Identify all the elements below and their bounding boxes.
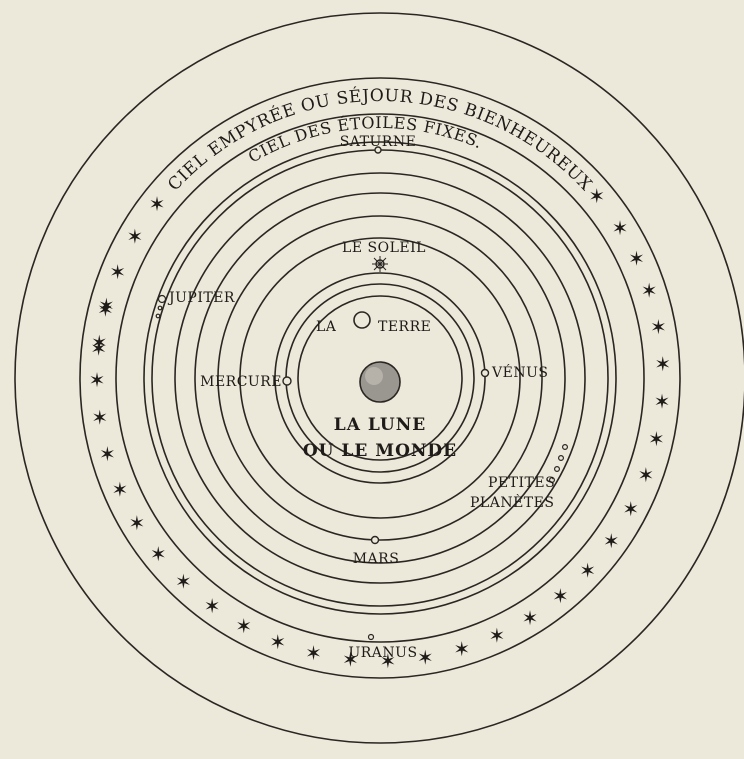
soleil-label: LE SOLEIL — [342, 240, 426, 256]
terre-marker — [354, 312, 370, 328]
fixed-star: ✶ — [235, 614, 252, 638]
fixed-star: ✶ — [175, 570, 192, 594]
moon-globe-shading — [365, 367, 383, 385]
fixed-star: ✶ — [638, 463, 655, 487]
jupiter-label: JUPITER — [167, 290, 235, 306]
fixed-star: ✶ — [417, 645, 434, 669]
uranus-marker — [369, 635, 374, 640]
fixed-star: ✶ — [149, 192, 166, 216]
terre-label-left: LA — [316, 319, 337, 335]
fixed-star: ✶ — [109, 260, 126, 284]
fixed-star: ✶ — [622, 497, 639, 521]
center-label-line1: LA LUNE — [334, 415, 426, 435]
mars-marker — [372, 537, 379, 544]
fixed-star: ✶ — [91, 405, 108, 429]
fixed-star: ✶ — [97, 298, 114, 322]
mercure-marker — [283, 377, 291, 385]
venus-label: VÉNUS — [491, 363, 548, 381]
fixed-star: ✶ — [654, 390, 671, 414]
fixed-star: ✶ — [628, 246, 645, 270]
fixed-star: ✶ — [305, 641, 322, 665]
fixed-star: ✶ — [648, 427, 665, 451]
uranus-label: URANUS — [348, 645, 417, 661]
center-label-line2: OU LE MONDE — [303, 441, 457, 461]
terre-label-right: TERRE — [378, 319, 431, 335]
fixed-star: ✶ — [489, 624, 506, 648]
fixed-star: ✶ — [127, 225, 144, 249]
fixed-star: ✶ — [99, 442, 116, 466]
fixed-star: ✶ — [269, 630, 286, 654]
fixed-star: ✶ — [129, 511, 146, 535]
mars-label: MARS — [353, 551, 400, 567]
fixed-star: ✶ — [603, 529, 620, 553]
mercure-label: MERCURE — [200, 374, 282, 390]
fixed-star: ✶ — [579, 558, 596, 582]
petites-planetes-label-line2: PLANÈTES — [470, 493, 554, 511]
fixed-star: ✶ — [552, 584, 569, 608]
fixed-star: ✶ — [453, 637, 470, 661]
fixed-star: ✶ — [588, 184, 605, 208]
venus-marker — [482, 370, 489, 377]
saturne-label: SATURNE — [340, 134, 417, 150]
petites-planetes-label-line1: PETITES — [488, 475, 555, 491]
soleil-marker — [372, 256, 388, 272]
fixed-star: ✶ — [650, 315, 667, 339]
fixed-star: ✶ — [641, 279, 658, 303]
fixed-star: ✶ — [90, 336, 107, 360]
fixed-star: ✶ — [654, 352, 671, 376]
fixed-star: ✶ — [204, 594, 221, 618]
fixed-star: ✶ — [612, 216, 629, 240]
fixed-star: ✶ — [112, 478, 129, 502]
fixed-star: ✶ — [89, 368, 106, 392]
fixed-star: ✶ — [522, 606, 539, 630]
fixed-star: ✶ — [150, 542, 167, 566]
